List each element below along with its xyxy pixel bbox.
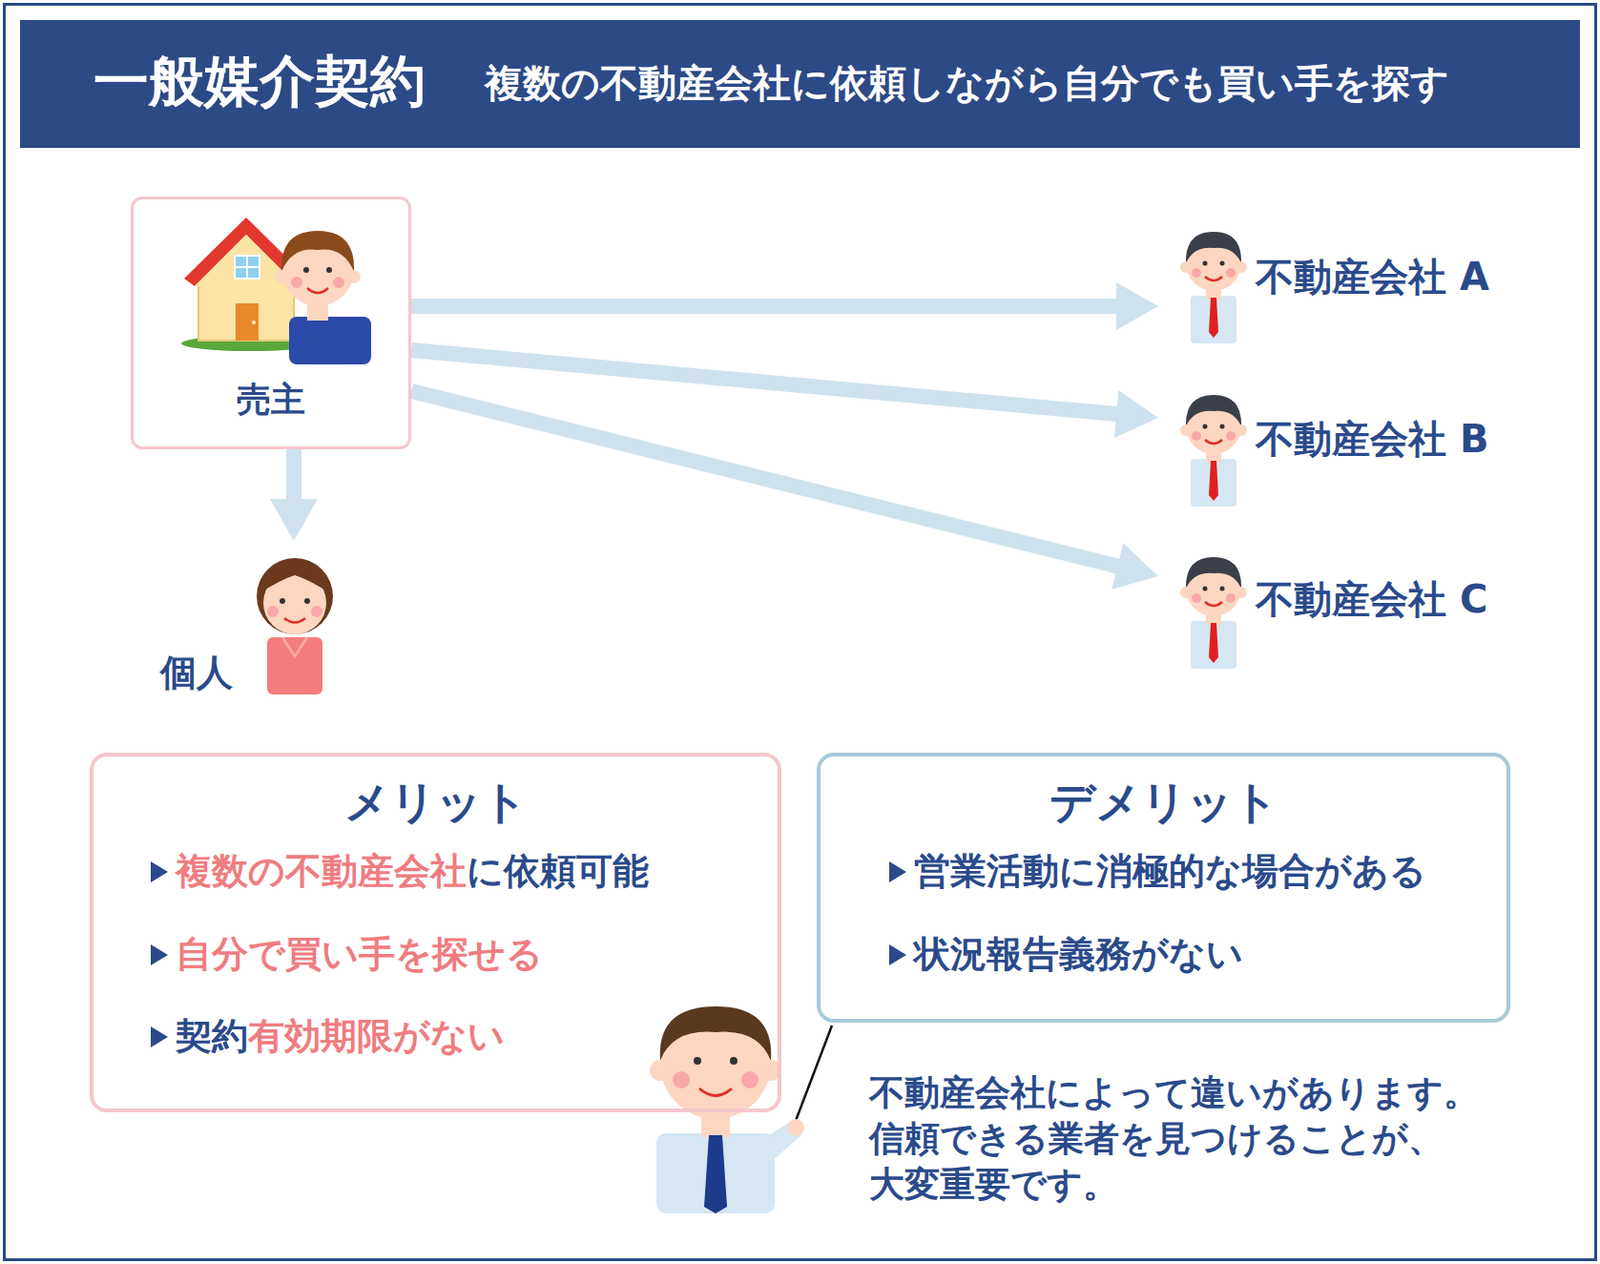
subtitle: 複数の不動産会社に依頼しながら自分でも買い手を探す bbox=[484, 62, 1450, 104]
node-label: 売主 bbox=[133, 378, 409, 420]
connector-arrow bbox=[270, 449, 318, 541]
title-band: 一般媒介契約 複数の不動産会社に依頼しながら自分でも買い手を探す bbox=[20, 20, 1580, 148]
list-text: 自分で買い手を探せる bbox=[175, 933, 543, 977]
bullet-triangle bbox=[887, 859, 909, 885]
node-label: 不動産会社 A bbox=[1255, 253, 1490, 300]
box-heading: メリット bbox=[93, 777, 778, 828]
list-text: 状況報告義務がない bbox=[914, 933, 1244, 977]
connector-arrow bbox=[409, 383, 1159, 590]
agent-person-icon bbox=[1180, 394, 1247, 507]
node-label: 個人 bbox=[160, 651, 233, 696]
box-heading: デメリット bbox=[820, 777, 1507, 828]
note-text: 不動産会社によって違いがあります。 信頼できる業者を見つけることが、 大変重要で… bbox=[869, 1070, 1538, 1208]
demerit-box: デメリット営業活動に消極的な場合がある状況報告義務がない bbox=[816, 752, 1511, 1023]
individual-person-icon bbox=[256, 558, 333, 695]
agent-person-icon bbox=[1180, 231, 1247, 344]
connector-arrow bbox=[411, 282, 1159, 331]
list-item: 営業活動に消極的な場合がある bbox=[887, 848, 1427, 896]
seller-box: 売主 bbox=[130, 196, 412, 450]
list-text: 複数の不動産会社 bbox=[175, 850, 467, 894]
list-item: 契約有効期限がない bbox=[148, 1013, 505, 1061]
seller-person-icon bbox=[274, 230, 372, 365]
agent-person-icon bbox=[1180, 557, 1247, 669]
bullet-triangle bbox=[887, 942, 909, 968]
list-item: 状況報告義務がない bbox=[887, 931, 1244, 979]
list-item: 複数の不動産会社に依頼可能 bbox=[148, 848, 649, 896]
individual-node: 個人 bbox=[152, 540, 344, 699]
node-label: 不動産会社 B bbox=[1255, 415, 1489, 462]
bullet-triangle bbox=[148, 942, 170, 968]
merit-box: メリット複数の不動産会社に依頼可能自分で買い手を探せる契約有効期限がない bbox=[89, 752, 782, 1113]
bullet-triangle bbox=[148, 1024, 170, 1050]
agent-node: 不動産会社 B bbox=[1158, 374, 1502, 497]
list-text: 契約 bbox=[175, 1015, 249, 1060]
list-text: 営業活動に消極的な場合がある bbox=[914, 850, 1427, 894]
node-label: 不動産会社 C bbox=[1255, 576, 1488, 623]
agent-node: 不動産会社 C bbox=[1158, 522, 1502, 645]
list-item: 自分で買い手を探せる bbox=[148, 931, 543, 979]
list-text: に依頼可能 bbox=[466, 850, 649, 894]
bullet-triangle bbox=[148, 859, 170, 885]
title: 一般媒介契約 bbox=[93, 51, 426, 113]
agent-node: 不動産会社 A bbox=[1158, 221, 1502, 344]
list-text: 有効期限がない bbox=[248, 1015, 505, 1060]
